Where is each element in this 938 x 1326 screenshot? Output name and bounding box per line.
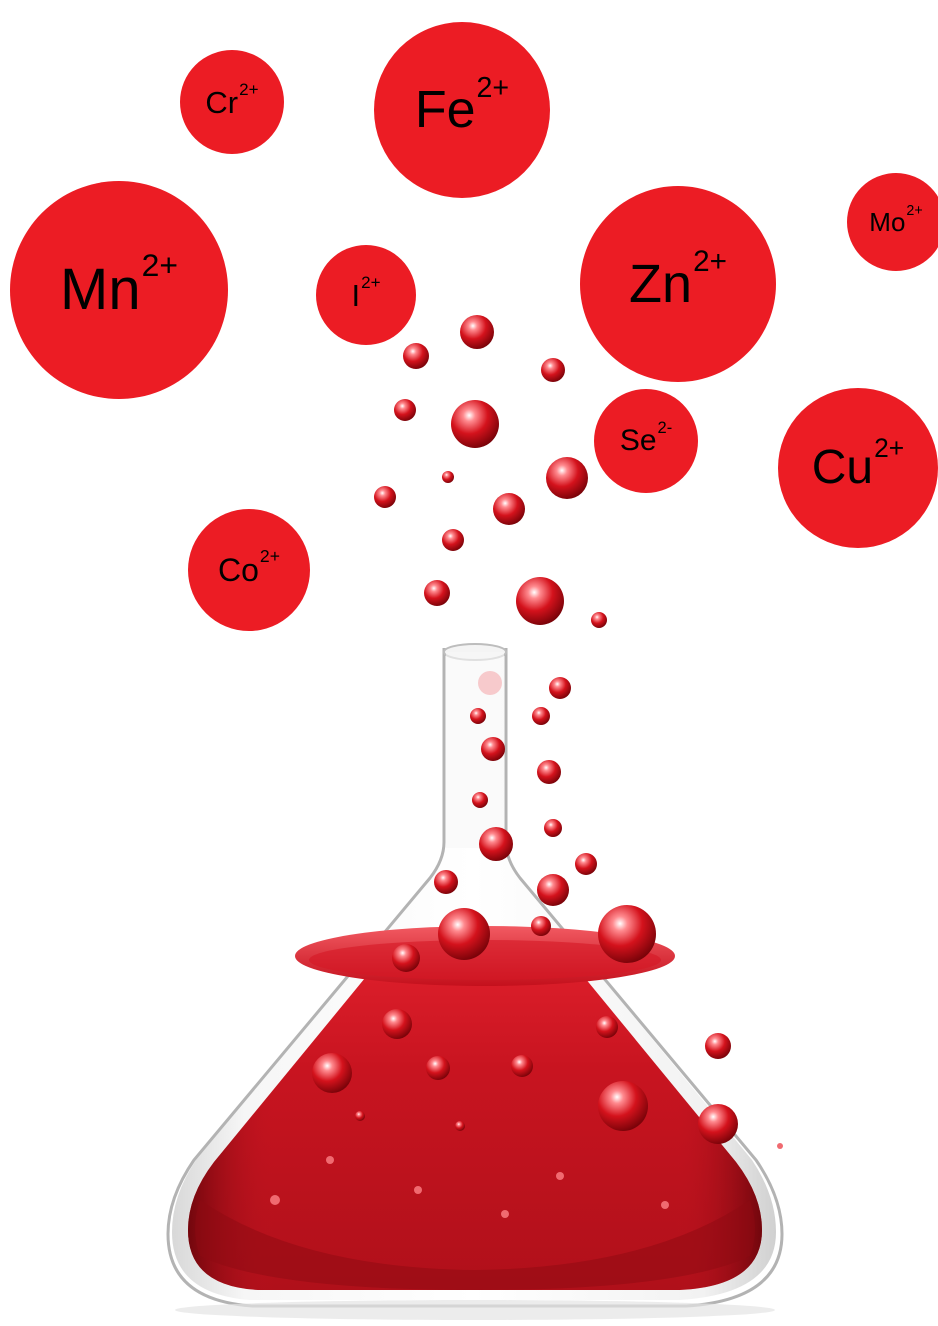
bubble-group-liquid <box>270 1009 783 1218</box>
ion-charge: 2+ <box>141 247 178 284</box>
ion-charge: 2+ <box>874 433 905 463</box>
ion-symbol: Mn <box>60 257 141 322</box>
ion-symbol: I <box>351 277 361 313</box>
ion-symbol: Cu <box>811 441 874 494</box>
ion-symbol: Zn <box>629 254 693 314</box>
ion-charge: 2- <box>657 419 673 438</box>
ion-symbol: Co <box>218 552 259 588</box>
bubble-group-outside <box>374 315 607 628</box>
ion-symbol: Fe <box>414 81 476 139</box>
ion-charge: 2+ <box>906 203 923 220</box>
ion-symbol: Cr <box>205 84 239 120</box>
ion-charge: 2+ <box>693 244 727 278</box>
ion-symbol: Se <box>619 424 657 457</box>
ion-charge: 2+ <box>361 272 381 292</box>
ion-charge: 2+ <box>239 79 259 99</box>
ion-symbol: Mo <box>869 207 906 237</box>
bubble-group-neck <box>392 671 656 972</box>
ion-charge: 2+ <box>259 546 280 567</box>
ion-charge: 2+ <box>476 72 510 105</box>
